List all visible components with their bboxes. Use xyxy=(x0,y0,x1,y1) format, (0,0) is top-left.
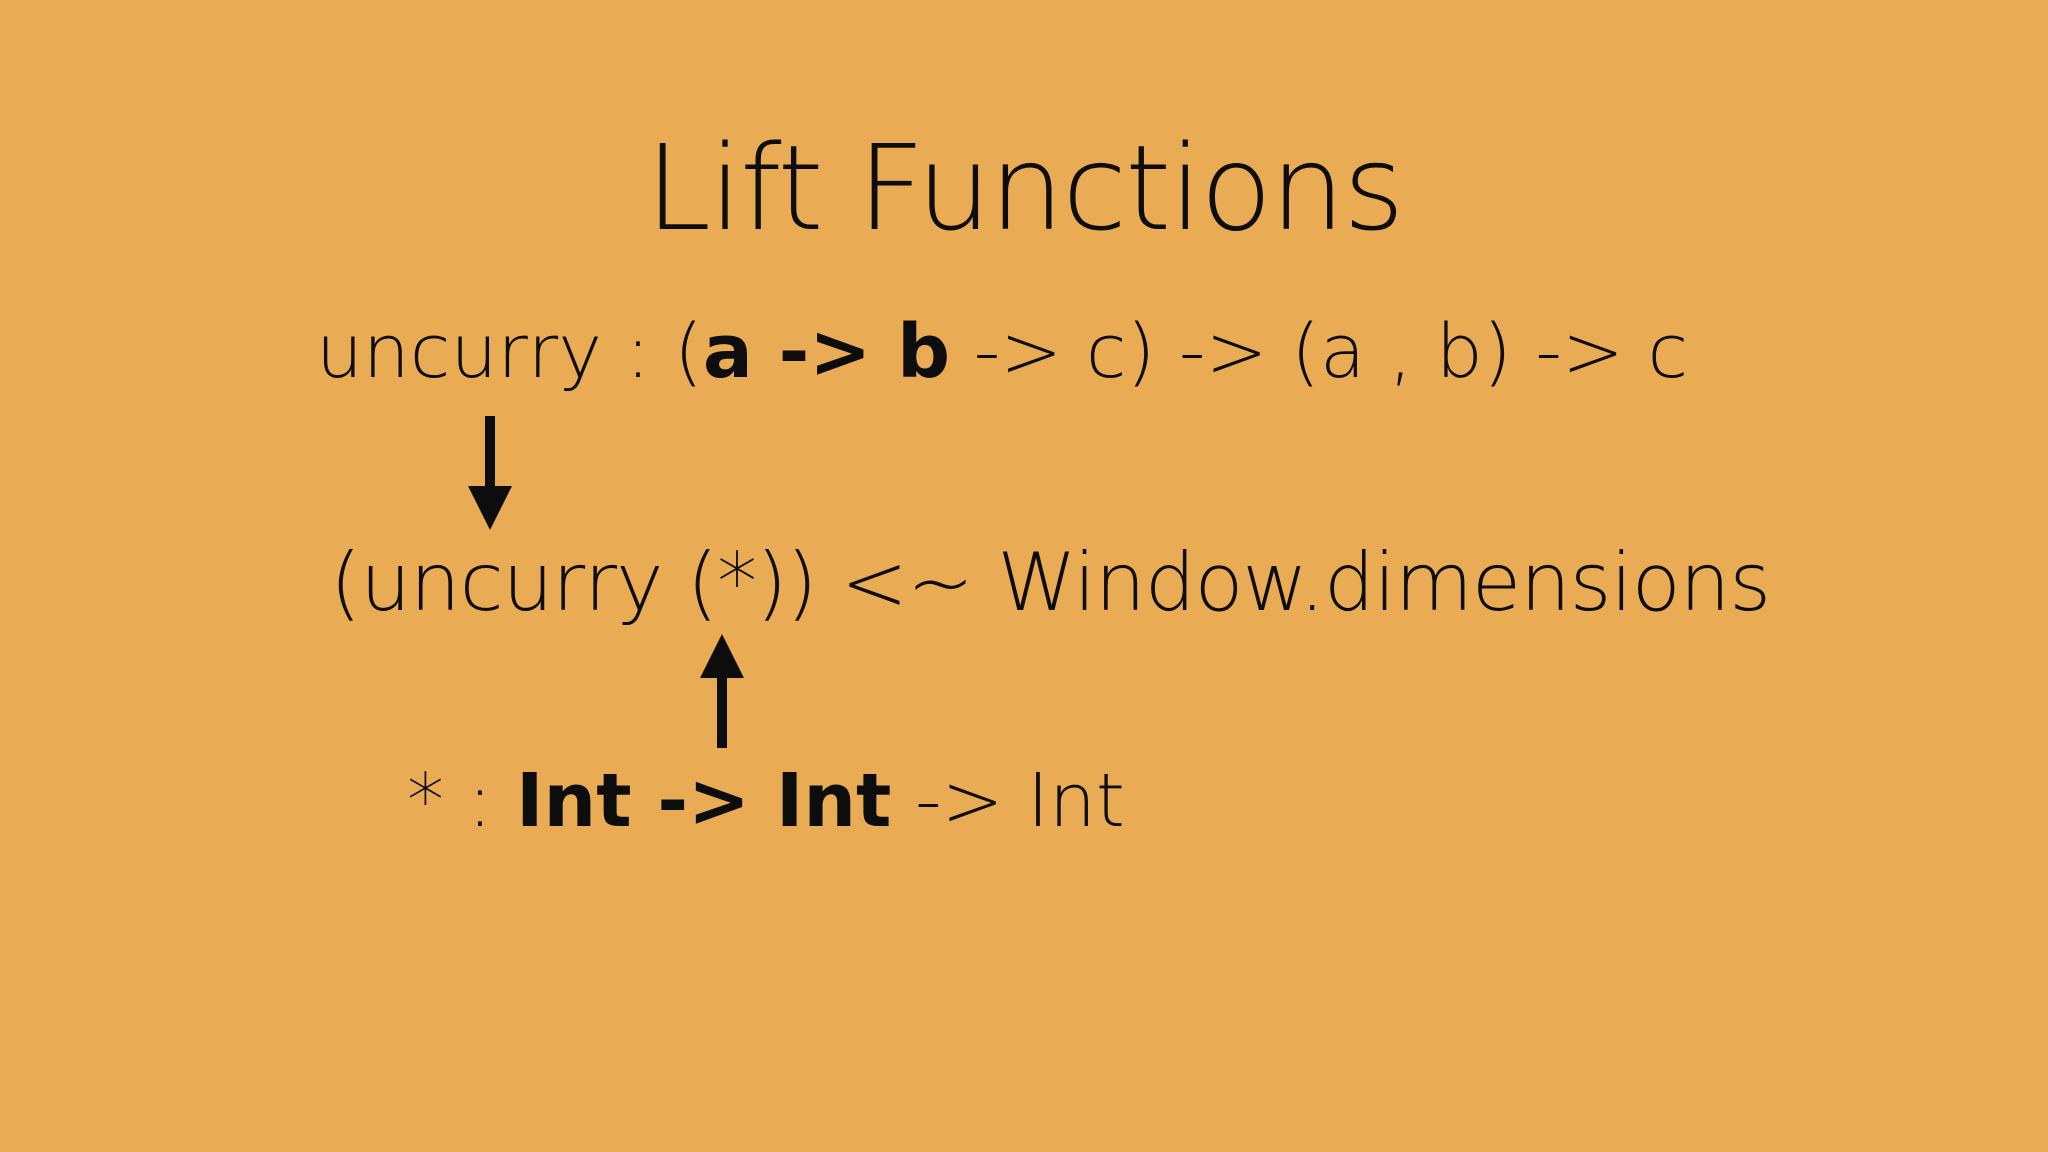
uncurry-rest: -> c) -> (a , b) -> c xyxy=(950,309,1689,395)
mult-bold-arrow: -> xyxy=(631,758,776,844)
uncurry-name: uncurry xyxy=(316,309,603,395)
mult-rest: -> Int xyxy=(891,758,1125,844)
mult-prefix: * : xyxy=(407,758,516,844)
arrow-down-icon xyxy=(468,416,512,530)
uncurry-bold-b: b xyxy=(897,309,951,395)
uncurry-colon: : xyxy=(602,309,675,395)
uncurry-open-paren: ( xyxy=(674,309,703,395)
slide-title: Lift Functions xyxy=(645,119,1404,257)
arrow-up-icon xyxy=(700,634,744,748)
uncurry-bold-a: a xyxy=(702,309,753,395)
lift-expression: (uncurry (*)) <~ Window.dimensions xyxy=(330,536,1771,629)
multiply-signature: * : Int -> Int -> Int xyxy=(407,757,1125,846)
uncurry-signature: uncurry : (a -> b -> c) -> (a , b) -> c xyxy=(316,308,1688,397)
mult-bold-int-1: Int xyxy=(515,758,632,844)
mult-bold-int-2: Int xyxy=(775,758,892,844)
uncurry-bold-arrow: -> xyxy=(752,309,898,395)
